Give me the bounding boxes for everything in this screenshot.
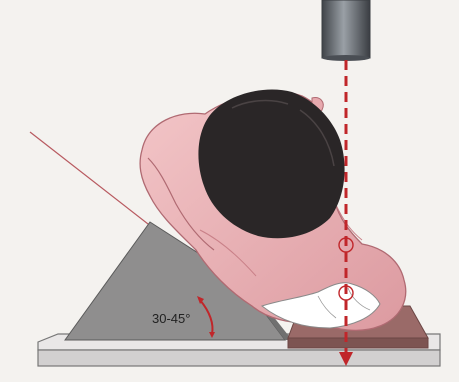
angle-label: 30-45° — [152, 311, 190, 326]
xray-tube — [322, 0, 370, 61]
